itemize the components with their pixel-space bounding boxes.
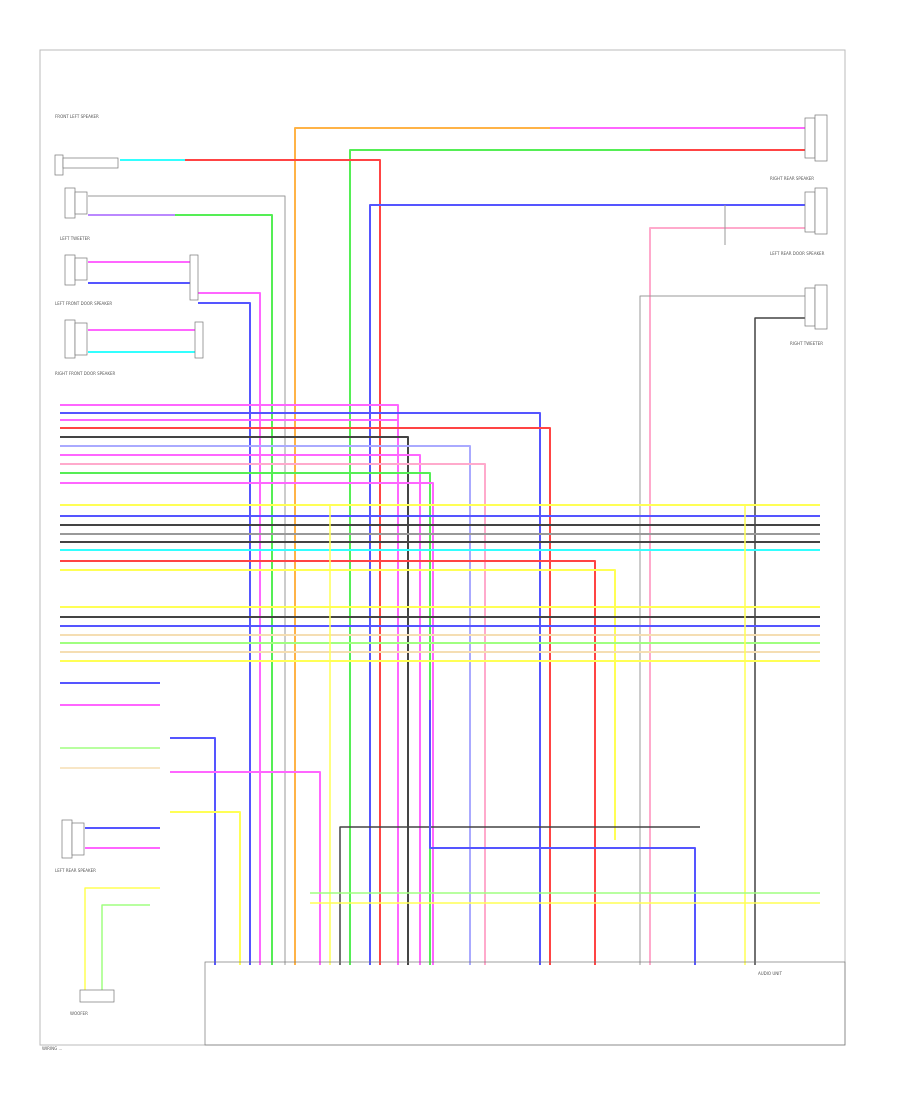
audio-unit-box [204, 961, 846, 1046]
wire-bundle1-3 [60, 427, 551, 965]
footer-label: WIRING ... [42, 1046, 62, 1051]
wire-yellow-ll [170, 811, 241, 965]
wire-bundle1-1 [60, 412, 541, 965]
label-right-tweeter: RIGHT TWEETER [790, 341, 823, 346]
wire-bundle [60, 127, 820, 990]
label-right-front-door: RIGHT FRONT DOOR SPEAKER [55, 371, 116, 376]
wire-lg-woofer [101, 904, 150, 990]
wire-gray-lt [88, 195, 286, 965]
wire-green-top [349, 149, 650, 965]
wire-bundle1-5 [60, 445, 471, 965]
wire-bundle1-4 [60, 436, 409, 965]
left-front-door-connector [64, 254, 199, 301]
right-rear-top-connector [804, 114, 828, 162]
label-right-rear-speaker: RIGHT REAR SPEAKER [770, 176, 814, 181]
wire-blue-ll2 [170, 737, 216, 965]
wire-blue-rr [369, 204, 805, 965]
label-left-tweeter: LEFT TWEETER [60, 236, 90, 241]
label-left-front-door: LEFT FRONT DOOR SPEAKER [55, 301, 112, 306]
wire-blue-lfd2 [198, 302, 251, 965]
wire-bundle1-6 [60, 454, 421, 965]
wire-bundle1-7 [60, 463, 486, 965]
wire-pink-lfd2 [198, 292, 261, 965]
right-front-door-connector [64, 319, 204, 359]
wire-blue-splice [429, 700, 696, 965]
wire-bundle1-0 [60, 404, 399, 965]
wire-black-splice [339, 826, 700, 965]
label-audio-unit: AUDIO UNIT [758, 971, 782, 976]
wire-bundle2-yellow [60, 569, 616, 840]
wire-gray-rt [639, 295, 805, 965]
label-left-rear-door: LEFT REAR DOOR SPEAKER [770, 251, 825, 256]
wire-bundle1-2 [60, 419, 399, 965]
wire-red-fl [185, 159, 381, 965]
wire-pink-ll2 [170, 771, 321, 965]
wire-bundle2-red [60, 560, 596, 965]
label-front-left-speaker: FRONT LEFT SPEAKER [55, 114, 99, 119]
woofer-connector [79, 989, 115, 1003]
right-tweeter-connector [804, 284, 828, 330]
left-tweeter-connector [64, 187, 88, 219]
wire-bundle1-8 [60, 472, 431, 965]
wire-pink-rr [649, 227, 805, 965]
left-rear-speaker-connector [61, 819, 85, 859]
front-left-speaker-connector [54, 154, 119, 176]
label-left-rear-speaker: LEFT REAR SPEAKER [55, 868, 96, 873]
wire-black-rt [754, 317, 805, 965]
wire-bundle1-9 [60, 482, 434, 965]
label-woofer: WOOFER [70, 1011, 88, 1016]
right-rear-door-connector [804, 187, 828, 235]
wire-yellow-woofer [84, 887, 160, 990]
wire-green-lt [175, 214, 273, 965]
diagram-frame [39, 49, 846, 1046]
